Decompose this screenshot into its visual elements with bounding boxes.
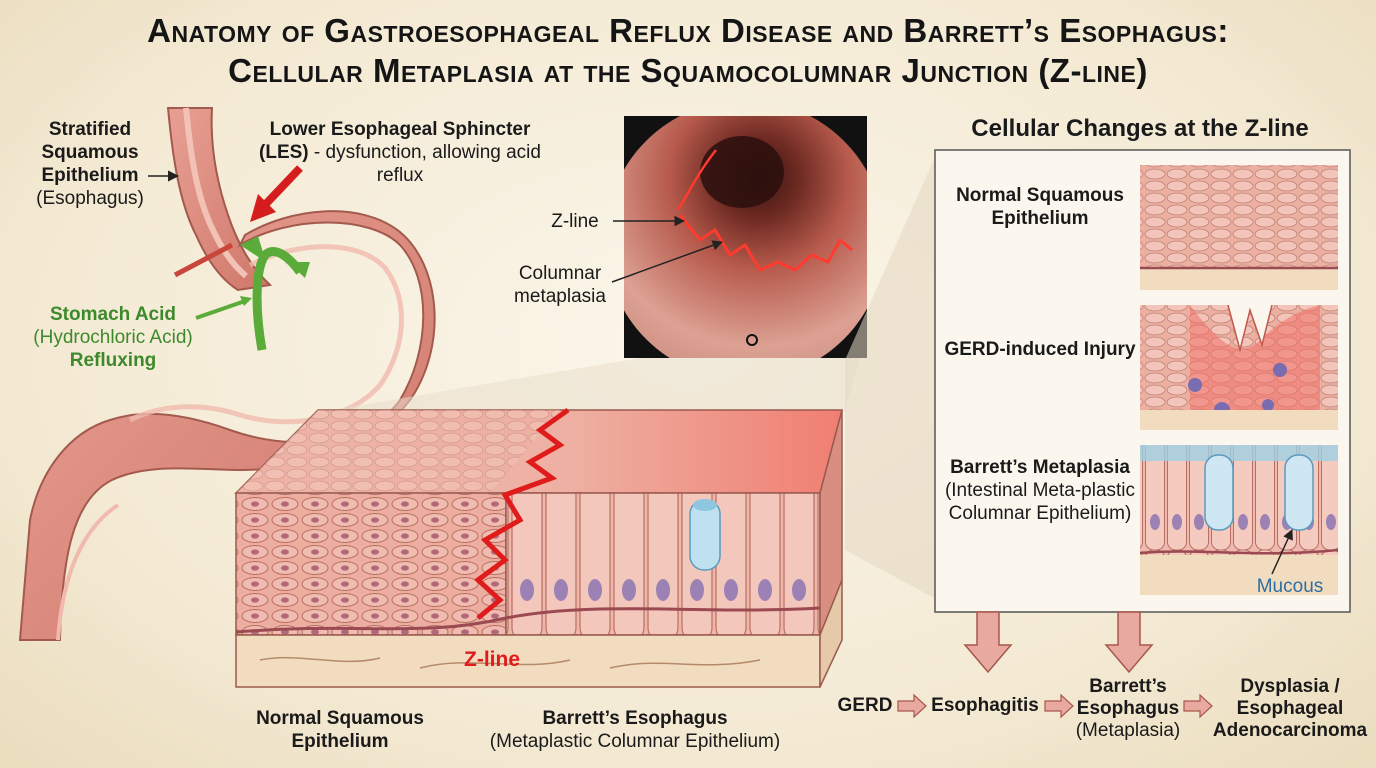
bottom-barrett-label: Barrett’s Esophagus (Metaplastic Columna… (489, 708, 781, 752)
panel-goblet-1 (1204, 454, 1234, 531)
panel-title: Cellular Changes at the Z-line (971, 115, 1309, 142)
bottom-normal-label: Normal Squamous Epithelium (256, 708, 424, 752)
endoscopy-zline (678, 214, 853, 272)
panel-row3-label: Barrett’s Metaplasia (Intestinal Meta-pl… (944, 457, 1136, 524)
flow-arrows (897, 693, 1213, 719)
flow-esophagitis: Esophagitis (931, 695, 1039, 716)
endoscopy-marker (746, 334, 758, 346)
acid-reflux-arrow (252, 247, 304, 351)
down-arrow-2 (1104, 611, 1154, 674)
panel-row1-label: Normal Squamous Epithelium (956, 185, 1124, 229)
les-label: Lower Esophageal Sphincter (LES) - dysfu… (259, 119, 541, 186)
mucous-label: Mucous (1256, 576, 1324, 597)
flow-gerd: GERD (837, 695, 893, 716)
flow-dysplasia: Dysplasia / Esophageal Adenocarcinoma (1212, 676, 1368, 741)
title-line-1: Anatomy of Gastroesophageal Reflux Disea… (147, 12, 1229, 49)
acid-label: Stomach Acid (Hydrochloric Acid) Refluxi… (33, 304, 193, 371)
duodenum (56, 503, 120, 641)
title-line-2: Cellular Metaplasia at the Squamocolumna… (228, 52, 1148, 89)
flow-barrett: Barrett’s Esophagus (Metaplasia) (1075, 676, 1181, 741)
down-arrow-1 (963, 611, 1013, 674)
squamous-label: Stratified Squamous Epithelium (Esophagu… (36, 119, 144, 209)
block-columnar-face (505, 492, 821, 636)
panel-row2-label: GERD-induced Injury (944, 339, 1136, 360)
endoscopy-zline-label: Z-line (551, 211, 599, 232)
stomach-inner-lining (128, 244, 404, 425)
panel-goblet-2 (1284, 454, 1314, 531)
les-arrow (259, 165, 303, 211)
esophagus-inner (183, 107, 248, 279)
endoscopy-columnar-label: Columnar metaplasia (514, 263, 606, 307)
block-squamous-face (235, 492, 507, 636)
block-zline (474, 407, 570, 620)
block-zline-label: Z-line (464, 648, 520, 671)
